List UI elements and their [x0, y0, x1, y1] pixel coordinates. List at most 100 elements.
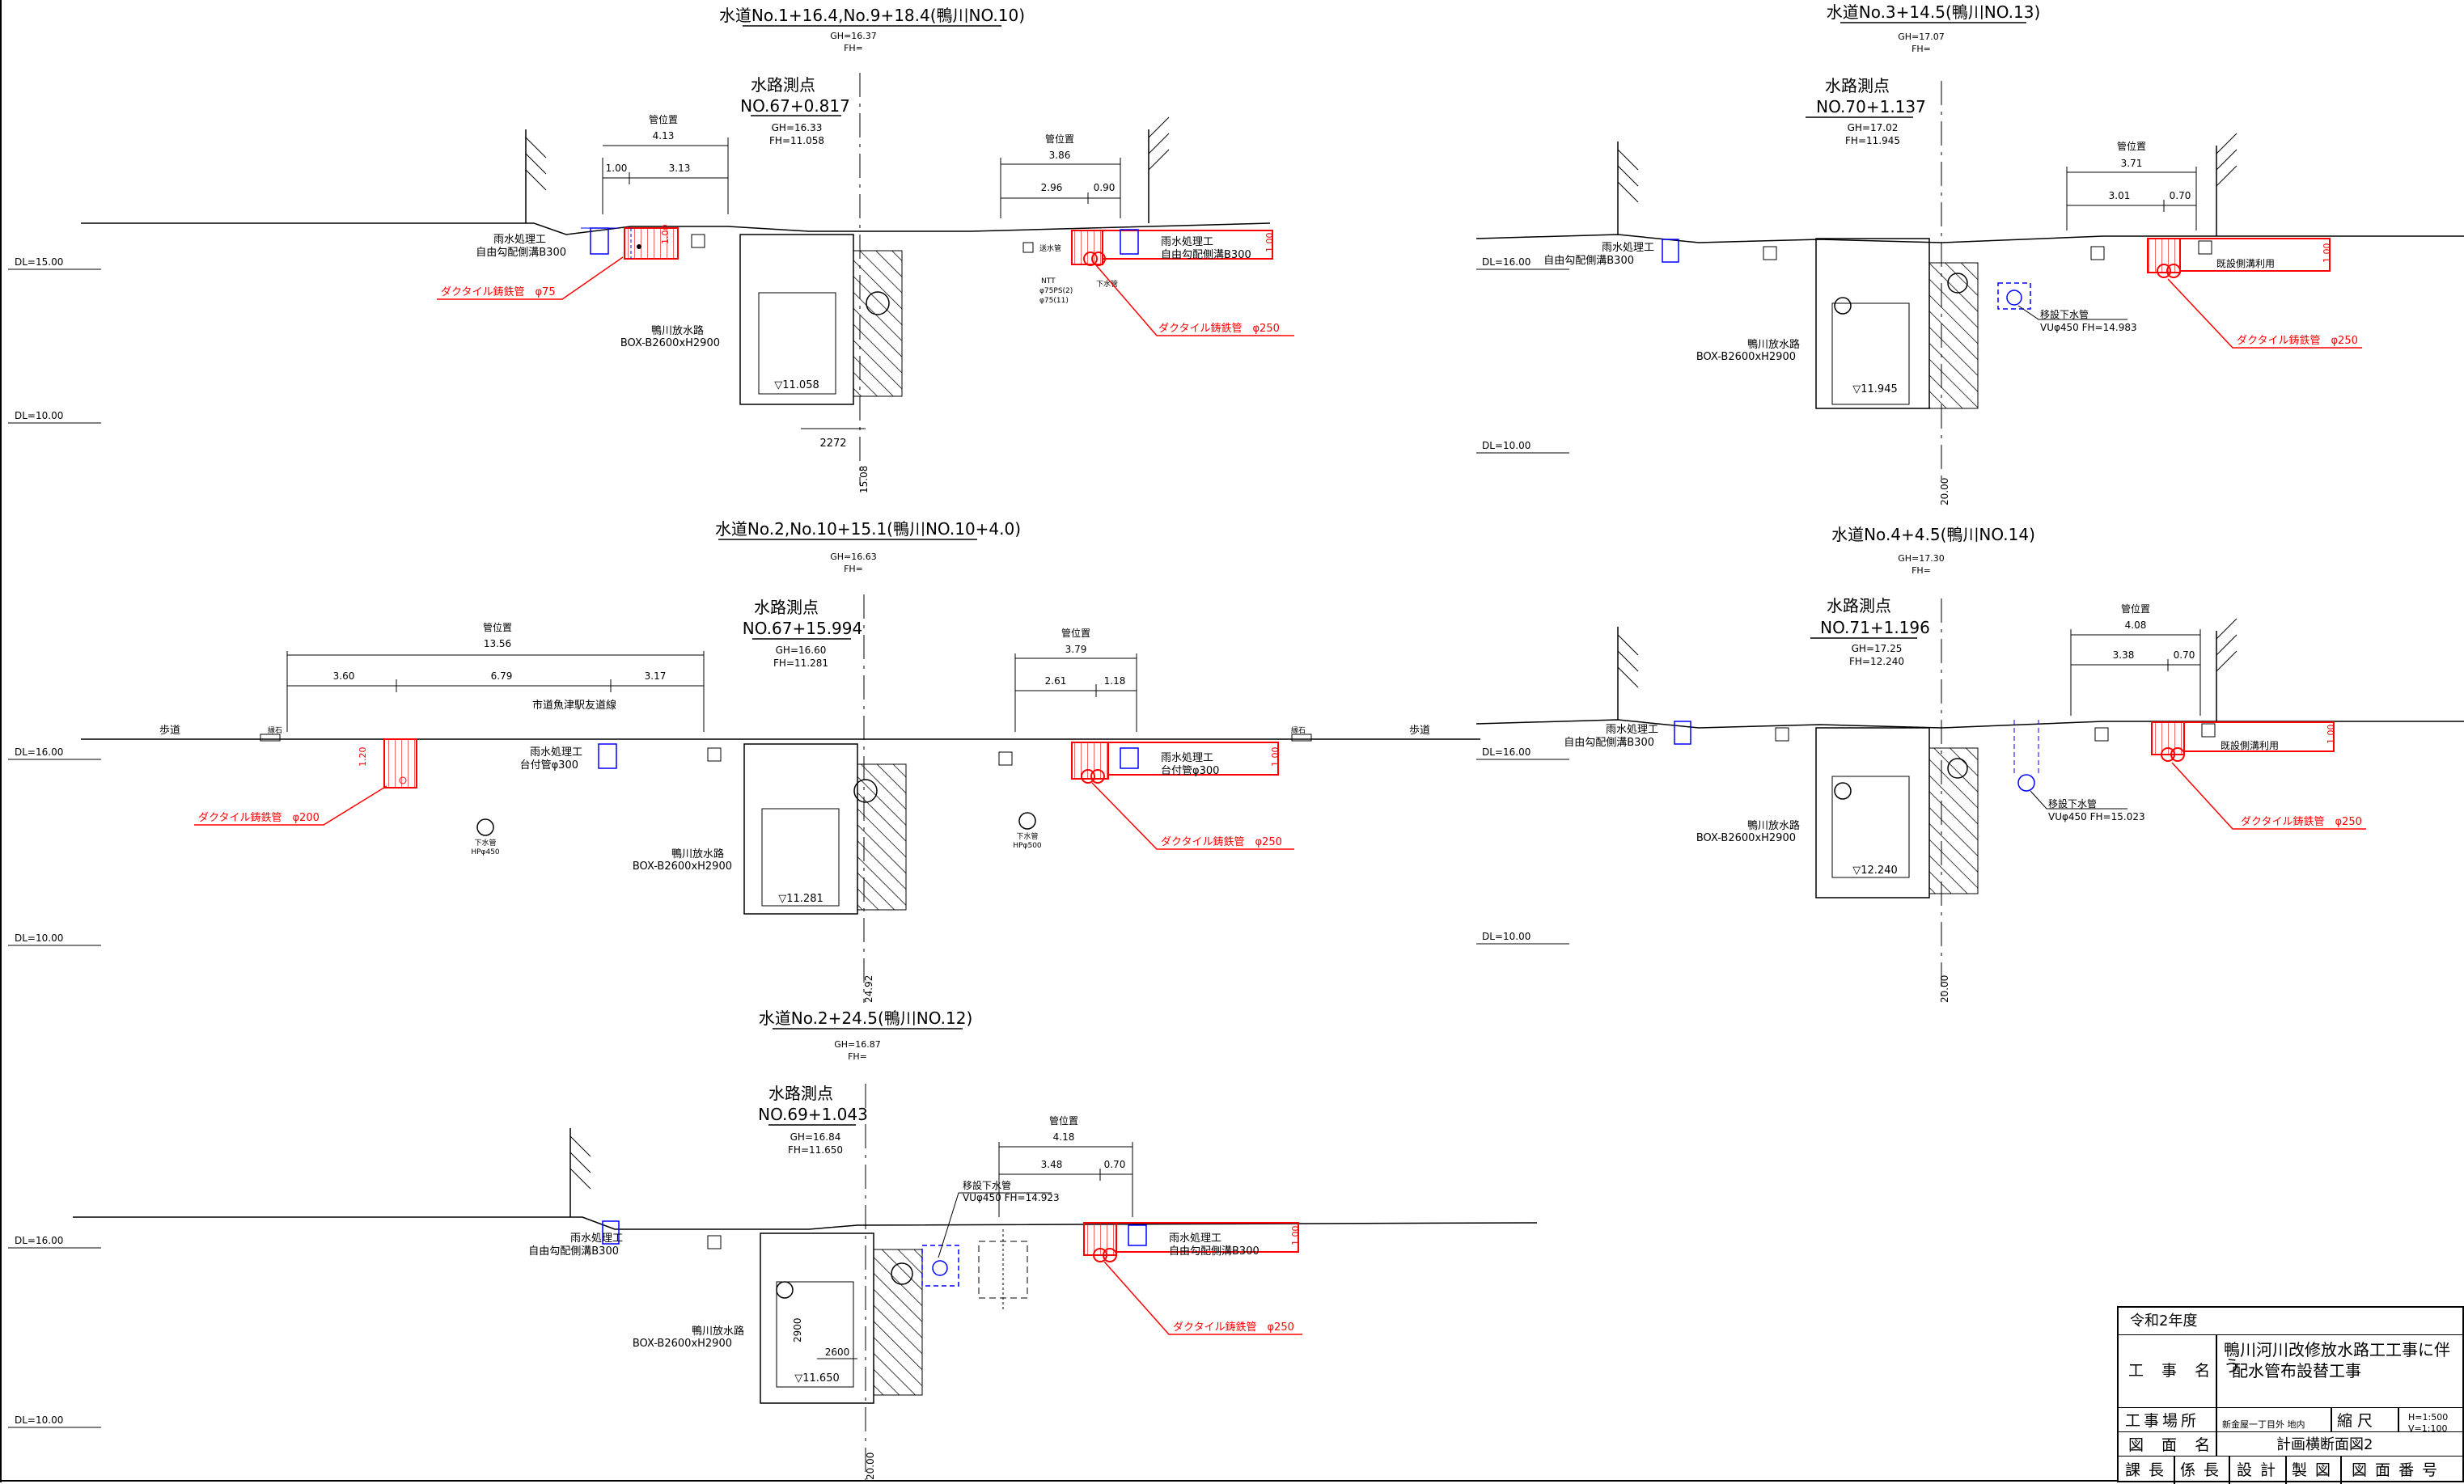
svg-text:3.48: 3.48 [1041, 1159, 1063, 1170]
svg-text:3.17: 3.17 [645, 670, 667, 682]
svg-text:DL=16.00: DL=16.00 [15, 746, 63, 758]
svg-text:3.38: 3.38 [2113, 649, 2135, 661]
svg-text:鴨川放水路: 鴨川放水路 [1747, 338, 1800, 351]
svg-text:FH=: FH= [1912, 565, 1931, 576]
svg-text:4.18: 4.18 [1053, 1131, 1075, 1143]
svg-text:BOX-B2600xH2900: BOX-B2600xH2900 [620, 337, 720, 349]
svg-text:DL=10.00: DL=10.00 [15, 1414, 63, 1426]
section-1-left-ductile: ダクタイル鋳鉄管 φ75 [441, 285, 556, 298]
svg-text:雨水処理工: 雨水処理工 [1161, 236, 1213, 248]
svg-text:GH=17.02: GH=17.02 [1848, 122, 1899, 133]
svg-text:1.18: 1.18 [1104, 675, 1126, 687]
svg-text:台付管φ300: 台付管φ300 [1161, 765, 1219, 777]
svg-text:BOX-B2600xH2900: BOX-B2600xH2900 [1696, 351, 1796, 363]
svg-text:FH=: FH= [1912, 44, 1931, 54]
section-3: 水道No.2+24.5(鴨川NO.12) GH=16.87 FH= 水路測点 N… [8, 1008, 1538, 1482]
svg-text:▽11.281: ▽11.281 [778, 893, 823, 905]
svg-text:管位置: 管位置 [2117, 140, 2146, 152]
svg-text:4.13: 4.13 [653, 130, 675, 142]
svg-text:FH=11.058: FH=11.058 [769, 135, 824, 146]
svg-text:1.00: 1.00 [1290, 1226, 1301, 1246]
svg-text:管位置: 管位置 [1045, 133, 1074, 145]
svg-text:水路測点: 水路測点 [768, 1084, 833, 1103]
svg-text:0.70: 0.70 [2170, 190, 2191, 201]
svg-text:2272: 2272 [819, 438, 846, 450]
section-2-right-ductile: ダクタイル鋳鉄管 φ250 [1161, 835, 1282, 848]
svg-text:雨水処理工: 雨水処理工 [1161, 752, 1213, 764]
title-block-work-name: 鴨川河川改修放水路工工事に伴う [2224, 1340, 2450, 1376]
svg-text:GH=17.25: GH=17.25 [1852, 643, 1903, 654]
svg-text:縁石: 縁石 [1291, 725, 1306, 735]
svg-text:1.00: 1.00 [1264, 233, 1275, 253]
svg-text:下水管: 下水管 [1096, 279, 1118, 289]
section-4-title: 水道No.3+14.5(鴨川NO.13) [1827, 2, 2041, 22]
svg-text:FH=: FH= [844, 564, 863, 574]
svg-text:VUφ450 FH=14.923: VUφ450 FH=14.923 [963, 1192, 1060, 1203]
svg-text:φ75PS(2): φ75PS(2) [1039, 287, 1073, 295]
svg-text:DL=16.00: DL=16.00 [1482, 746, 1530, 758]
section-1-survey-label: 水路測点 [751, 75, 815, 95]
section-1-title: 水道No.1+16.4,No.9+18.4(鴨川NO.10) [719, 6, 1025, 25]
svg-text:縁石: 縁石 [268, 725, 282, 735]
svg-text:NO.69+1.043: NO.69+1.043 [758, 1105, 868, 1124]
section-5-title: 水道No.4+4.5(鴨川NO.14) [1831, 525, 2035, 544]
svg-text:雨水処理工: 雨水処理工 [570, 1232, 623, 1245]
svg-text:雨水処理工: 雨水処理工 [1606, 724, 1658, 736]
section-1: 水道No.1+16.4,No.9+18.4(鴨川NO.10) GH=16.37 … [8, 6, 1294, 493]
svg-text:1.00: 1.00 [660, 225, 671, 245]
svg-text:3.60: 3.60 [333, 670, 355, 682]
svg-text:自由勾配側溝B300: 自由勾配側溝B300 [1169, 1245, 1260, 1258]
svg-text:VUφ450 FH=15.023: VUφ450 FH=15.023 [2048, 811, 2145, 822]
svg-text:GH=16.84: GH=16.84 [790, 1131, 841, 1143]
svg-text:管位置: 管位置 [2121, 602, 2150, 615]
svg-text:管位置: 管位置 [1049, 1114, 1078, 1127]
svg-text:水路測点: 水路測点 [754, 598, 819, 617]
svg-text:自由勾配側溝B300: 自由勾配側溝B300 [1543, 255, 1634, 267]
svg-text:歩道: 歩道 [159, 725, 180, 737]
svg-text:BOX-B2600xH2900: BOX-B2600xH2900 [633, 860, 732, 873]
svg-text:6.79: 6.79 [491, 670, 513, 682]
svg-text:15.08: 15.08 [858, 466, 870, 493]
section-2-title: 水道No.2,No.10+15.1(鴨川NO.10+4.0) [715, 519, 1021, 539]
svg-text:管位置: 管位置 [649, 113, 678, 125]
svg-text:20.00: 20.00 [1939, 478, 1950, 505]
svg-text:FH=12.240: FH=12.240 [1849, 656, 1904, 667]
svg-text:管位置: 管位置 [1061, 627, 1090, 639]
section-5: 水道No.4+4.5(鴨川NO.14) GH=17.30 FH= 水路測点 NO… [1475, 525, 2464, 1003]
svg-text:HPφ500: HPφ500 [1013, 842, 1042, 850]
svg-text:DL=10.00: DL=10.00 [1482, 931, 1530, 942]
svg-text:GH=16.63: GH=16.63 [830, 552, 877, 562]
svg-text:FH=11.650: FH=11.650 [788, 1144, 843, 1156]
svg-text:送水管: 送水管 [1039, 243, 1061, 253]
svg-text:GH=17.07: GH=17.07 [1898, 32, 1945, 42]
section-4: 水道No.3+14.5(鴨川NO.13) GH=17.07 FH= 水路測点 N… [1475, 2, 2464, 505]
svg-text:1.00: 1.00 [606, 163, 628, 174]
svg-text:自由勾配側溝B300: 自由勾配側溝B300 [528, 1245, 619, 1258]
svg-text:鴨川放水路: 鴨川放水路 [651, 324, 704, 337]
svg-text:φ75(11): φ75(11) [1039, 297, 1069, 305]
title-block: 令和2年度 工 事 名 鴨川河川改修放水路工工事に伴う 配水管布設替工事 工事場… [2117, 1306, 2464, 1484]
svg-text:FH=: FH= [848, 1051, 867, 1062]
svg-text:既設側溝利用: 既設側溝利用 [2221, 739, 2279, 751]
svg-text:市道魚津駅友道線: 市道魚津駅友道線 [532, 699, 616, 712]
svg-text:FH=: FH= [844, 43, 863, 53]
svg-text:自由勾配側溝B300: 自由勾配側溝B300 [476, 247, 566, 259]
svg-text:3.86: 3.86 [1049, 150, 1071, 161]
svg-text:1.00: 1.00 [1270, 747, 1281, 767]
svg-text:0.70: 0.70 [2174, 649, 2195, 661]
svg-text:自由勾配側溝B300: 自由勾配側溝B300 [1161, 249, 1251, 261]
svg-text:NO.71+1.196: NO.71+1.196 [1820, 618, 1930, 637]
svg-text:▽11.945: ▽11.945 [1852, 383, 1898, 395]
svg-text:GH=16.33: GH=16.33 [772, 122, 823, 133]
svg-text:1.00: 1.00 [2322, 243, 2332, 264]
svg-text:20.00: 20.00 [865, 1452, 876, 1480]
svg-text:NO.67+15.994: NO.67+15.994 [743, 619, 862, 638]
svg-text:VUφ450 FH=14.983: VUφ450 FH=14.983 [2040, 322, 2137, 333]
svg-text:GH=16.60: GH=16.60 [776, 645, 827, 656]
svg-text:DL=16.00: DL=16.00 [1482, 256, 1530, 268]
section-1-survey-no: NO.67+0.817 [740, 96, 850, 116]
svg-text:3.13: 3.13 [669, 163, 691, 174]
svg-text:鴨川放水路: 鴨川放水路 [692, 1325, 744, 1338]
svg-text:FH=11.945: FH=11.945 [1845, 135, 1900, 146]
svg-text:1.00: 1.00 [2326, 725, 2336, 745]
